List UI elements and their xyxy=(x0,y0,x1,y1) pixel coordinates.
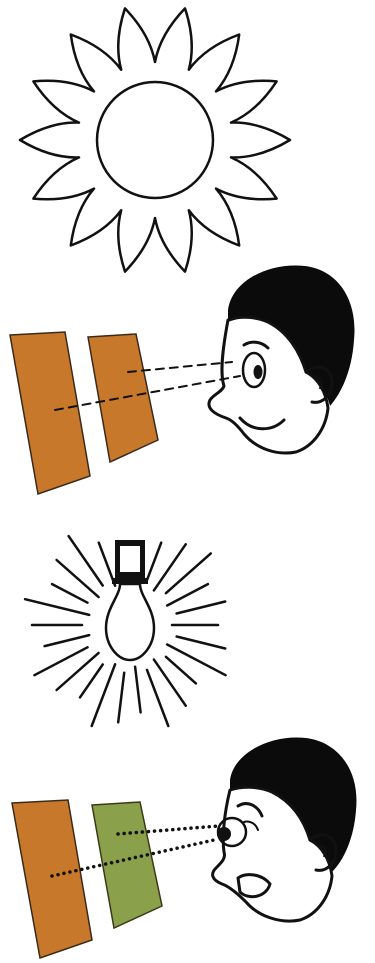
smile xyxy=(240,418,284,429)
light-bulb-icon xyxy=(25,536,226,726)
panel-lightbulb xyxy=(12,536,356,958)
bulb-ray xyxy=(166,657,196,684)
bulb-ray xyxy=(147,543,161,580)
sun-icon xyxy=(20,8,290,271)
bulb-ray xyxy=(57,560,99,597)
bulb-ray xyxy=(25,599,89,615)
pupil xyxy=(254,365,263,379)
bulb-ray xyxy=(118,673,124,723)
panel-sunlight xyxy=(10,8,355,494)
bulb-ray xyxy=(45,635,90,646)
viewer-head-smiling xyxy=(209,265,355,453)
open-mouth xyxy=(238,875,270,897)
bulb-ray xyxy=(147,670,168,726)
bulb-ray xyxy=(177,637,226,649)
swatch-orange xyxy=(12,800,92,958)
swatch-green xyxy=(92,802,162,928)
bulb-ray xyxy=(80,665,103,698)
swatch-orange-right xyxy=(88,334,158,462)
bulb-ray xyxy=(52,584,87,603)
bulb-ray xyxy=(167,645,225,676)
bulb-ray xyxy=(135,667,141,713)
pupil xyxy=(217,827,231,841)
swatch-orange-left xyxy=(10,332,90,494)
bulb-ray xyxy=(69,536,103,585)
bulb-ray xyxy=(177,602,226,614)
viewer-head-surprised xyxy=(213,737,357,921)
bulb-ray xyxy=(57,653,99,690)
